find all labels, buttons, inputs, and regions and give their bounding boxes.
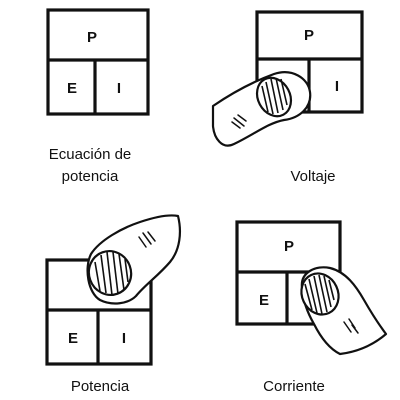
panel-current: P E (235, 220, 388, 356)
cell-p-label: P (284, 238, 294, 255)
finger-icon (211, 71, 312, 147)
cell-p-label: P (304, 27, 314, 44)
caption-power-equation: Ecuación de potencia (10, 144, 170, 188)
cell-e-label: E (259, 292, 269, 309)
panel-voltage: P I (211, 10, 364, 147)
cell-i-label: I (117, 80, 121, 97)
caption-line: Corriente (263, 378, 325, 395)
cell-p-label: P (87, 29, 97, 46)
caption-line: Voltaje (290, 168, 336, 185)
panel-frame (46, 8, 150, 116)
finger-icon (300, 266, 388, 356)
caption-line: Ecuación de (48, 146, 132, 163)
cell-e-label: E (67, 80, 77, 97)
caption-line: potencia (61, 168, 119, 185)
caption-current: Corriente (214, 376, 374, 398)
caption-voltage: Voltaje (233, 166, 393, 188)
panel-power-equation: P E I (46, 8, 150, 116)
panel-power: E I (45, 214, 181, 366)
cell-e-label: E (68, 330, 78, 347)
caption-line: Potencia (70, 378, 130, 395)
cell-i-label: I (335, 78, 339, 95)
finger-icon (86, 214, 181, 305)
caption-power: Potencia (20, 376, 180, 398)
cell-i-label: I (122, 330, 126, 347)
